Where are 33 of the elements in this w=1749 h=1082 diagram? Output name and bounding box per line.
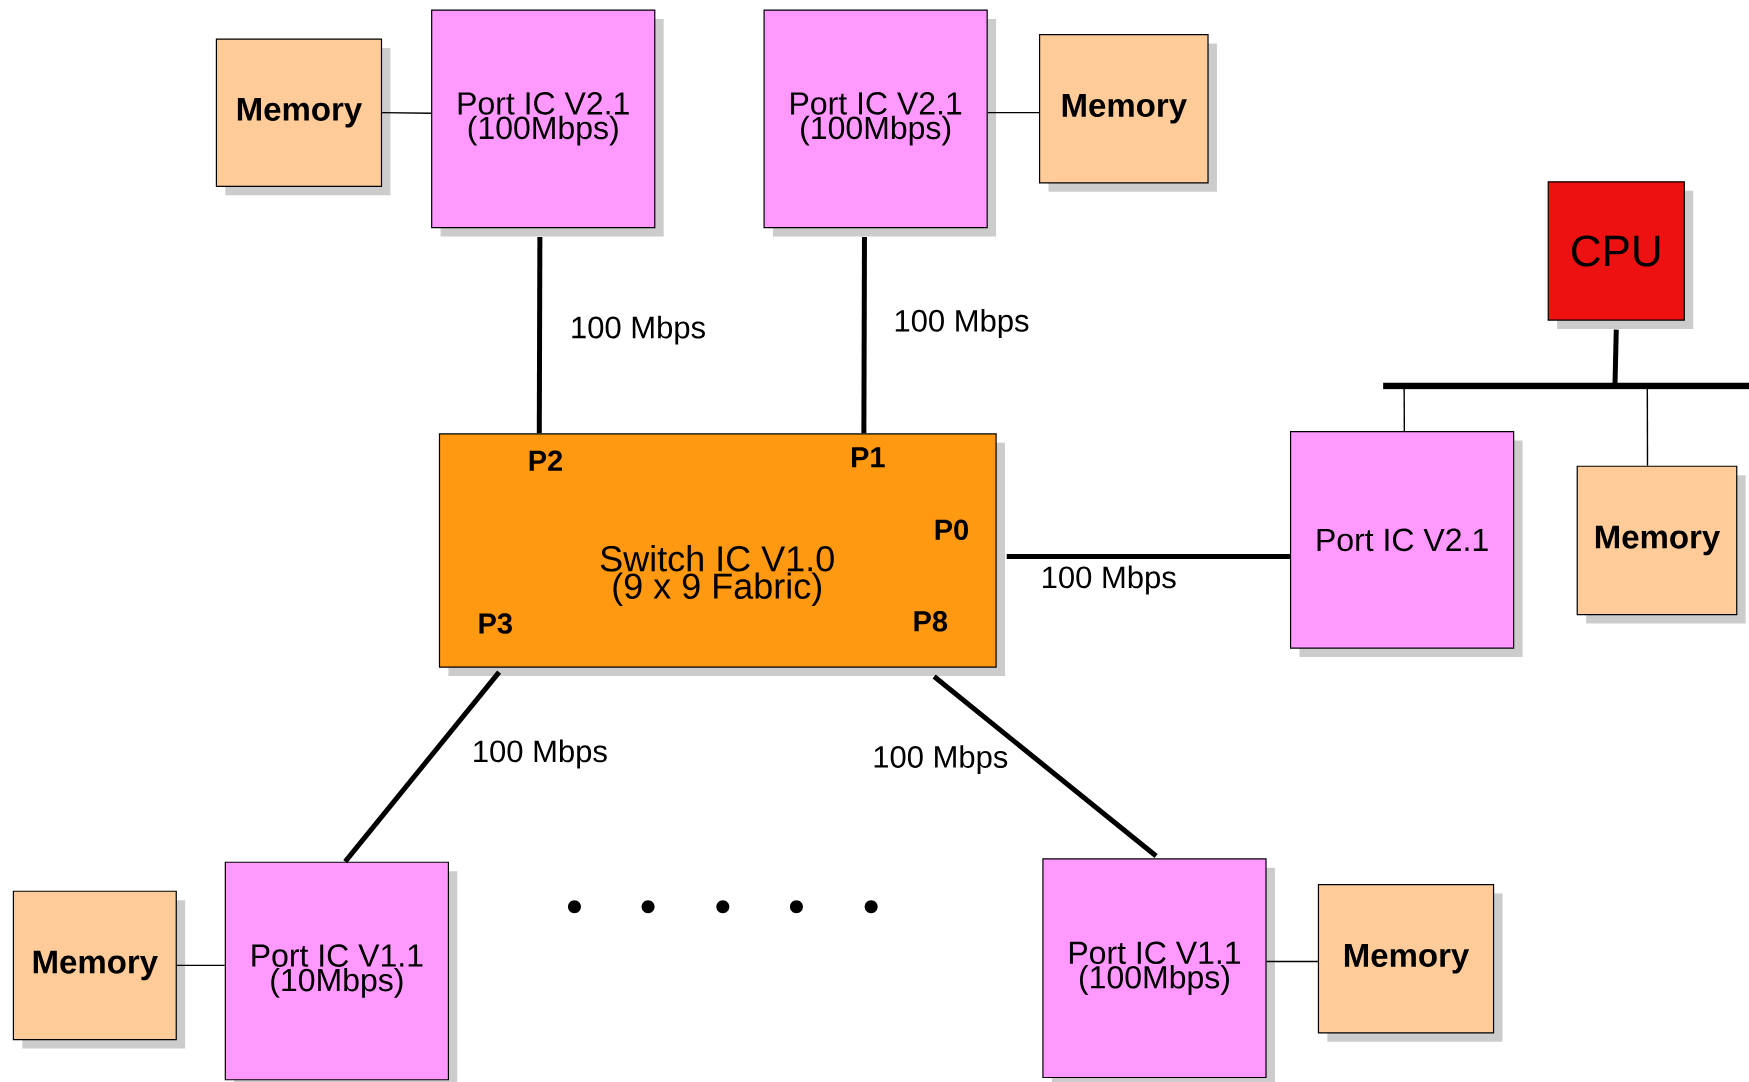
port-label: P8 xyxy=(914,611,948,632)
port-label: P0 xyxy=(935,519,968,541)
connector-line xyxy=(987,111,1040,114)
switch-label: Switch IC V1.0 (9 x 9 Fabric) xyxy=(600,545,834,607)
memory-box: Memory xyxy=(1317,883,1503,1042)
switch-box xyxy=(438,433,1005,676)
cpu-box: CPU xyxy=(1547,181,1694,330)
port-label: P1 xyxy=(852,447,885,468)
connector-line xyxy=(381,111,432,114)
edge-label: 100 Mbps xyxy=(572,315,705,345)
connector-line xyxy=(861,237,867,434)
edge-label: 100 Mbps xyxy=(895,309,1029,338)
chip-box: Port IC V2.1 (100Mbps) xyxy=(431,9,664,237)
edge-label: 100 Mbps xyxy=(1043,565,1176,595)
connector-line xyxy=(1612,329,1619,386)
memory-box: Memory xyxy=(1576,465,1746,624)
connector-line xyxy=(932,674,1158,858)
memory-box: Memory xyxy=(12,890,186,1049)
edge-label: 100 Mbps xyxy=(874,745,1008,775)
connector-line xyxy=(1265,960,1319,963)
port-label: P3 xyxy=(479,613,512,634)
connector-line xyxy=(176,964,226,967)
memory-box: Memory xyxy=(215,38,391,196)
port-label: P2 xyxy=(529,450,563,471)
chip-box: Port IC V2.1 xyxy=(1289,431,1523,657)
chip-box: Port IC V1.1 (10Mbps) xyxy=(224,861,458,1082)
edge-label: 100 Mbps xyxy=(474,739,607,769)
connector-line xyxy=(1006,554,1290,560)
chip-box: Port IC V1.1 (100Mbps) xyxy=(1042,858,1275,1082)
connector-line xyxy=(536,237,543,434)
connector-line xyxy=(343,670,502,864)
chip-box: Port IC V2.1 (100Mbps) xyxy=(763,9,997,237)
memory-box: Memory xyxy=(1039,34,1217,192)
